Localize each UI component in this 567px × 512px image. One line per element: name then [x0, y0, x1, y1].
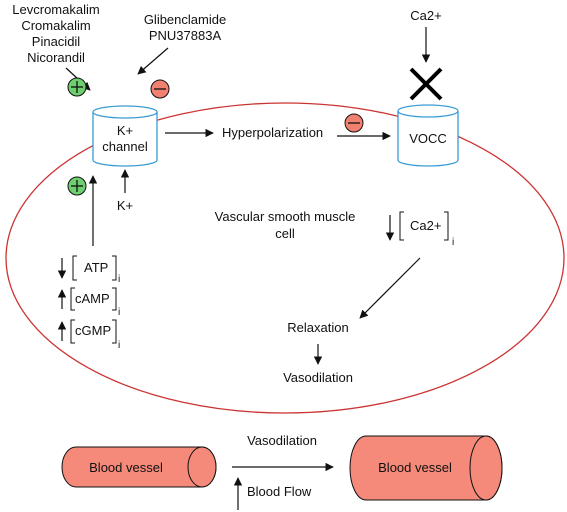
camp-bracket-left: [70, 287, 75, 311]
cgmp-bracket-right: [112, 319, 117, 344]
vessel-left-label: Blood vessel: [89, 460, 163, 475]
ca-subscript: i: [452, 237, 454, 248]
opener-levcromakalim: Levcromakalim: [12, 2, 99, 17]
cell-membrane: [5, 102, 565, 414]
hyperpolarization-label: Hyperpolarization: [222, 125, 323, 140]
ca-bracket-left: [399, 211, 404, 241]
blocker-pnu37883a: PNU37883A: [149, 28, 222, 43]
camp-bracket-right: [112, 287, 117, 311]
atp-subscript: i: [118, 274, 120, 285]
cgmp-bracket-left: [70, 319, 75, 344]
ca-bracket-right: [444, 211, 449, 241]
vocc-label: VOCC: [409, 131, 447, 146]
vocc-cylinder: [397, 104, 459, 167]
cell-label-2: cell: [275, 226, 295, 241]
cgmp-subscript: i: [118, 340, 120, 351]
ca-extracellular-label: Ca2+: [410, 8, 441, 23]
k-ion-label: K+: [117, 198, 133, 213]
camp-subscript: i: [118, 307, 120, 318]
blood-vessel-narrow: [61, 446, 217, 488]
blood-vessel-dilated: [349, 435, 503, 501]
blocked-x-icon: [409, 67, 443, 101]
blocker-glibenclamide: Glibenclamide: [144, 12, 226, 27]
vocc-inhibit-minus-icon: [344, 113, 364, 133]
opener-nicorandil: Nicorandil: [27, 50, 85, 65]
blood-flow-label: Blood Flow: [247, 484, 312, 499]
inhibit-minus-icon: [150, 79, 170, 99]
camp-label: cAMP: [75, 291, 110, 306]
k-channel-label-2: channel: [102, 139, 148, 154]
atp-bracket-right: [112, 255, 117, 281]
relaxation-label: Relaxation: [287, 320, 348, 335]
opener-pinacidil: Pinacidil: [32, 34, 81, 49]
ca-to-relaxation-arrow: [359, 257, 421, 319]
blocker-arrow: [137, 47, 169, 75]
vessel-right-label: Blood vessel: [378, 460, 452, 475]
cell-label-1: Vascular smooth muscle: [215, 209, 356, 224]
atp-bracket-left: [72, 255, 77, 281]
k-channel-cylinder: [92, 105, 158, 167]
cgmp-label: cGMP: [75, 323, 111, 338]
vasodilation-bottom-label: Vasodilation: [247, 433, 317, 448]
atp-label: ATP: [84, 260, 108, 275]
vasodilation-label: Vasodilation: [283, 370, 353, 385]
opener-cromakalim: Cromakalim: [21, 18, 90, 33]
ca-intracellular-label: Ca2+: [410, 218, 441, 233]
activate-plus-icon: [67, 77, 87, 97]
second-messenger-plus-icon: [67, 176, 87, 196]
k-channel-label-1: K+: [117, 123, 133, 138]
